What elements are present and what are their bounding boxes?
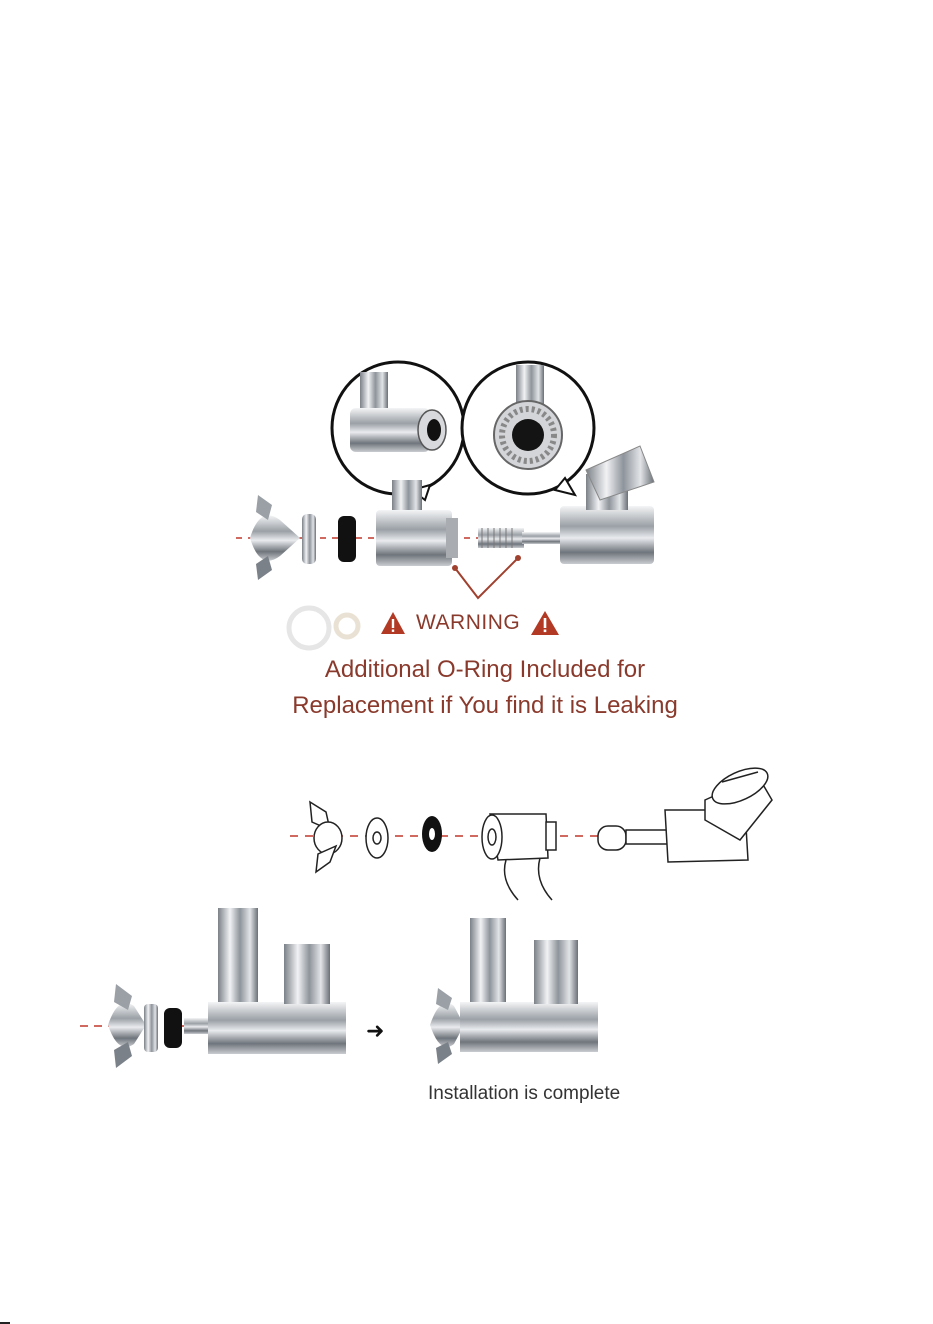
warning-triangle-icon [530, 610, 560, 636]
installation-complete-label: Installation is complete [428, 1083, 620, 1105]
warning-label: WARNING [416, 611, 520, 635]
warning-banner: WARNING [380, 606, 580, 640]
top-wing-handle [250, 495, 300, 580]
zoom-callout-left [332, 362, 464, 500]
bottom-before-assembly [108, 908, 346, 1068]
sketch-angle-fitting [598, 761, 773, 862]
sketch-wing-handle [310, 802, 342, 872]
caption-line-2: Replacement if You find it is Leaking [250, 688, 720, 724]
top-washer-silver [302, 514, 316, 564]
zoom-callout-right [462, 362, 594, 495]
warning-triangle-icon [380, 611, 406, 635]
top-washer-black [338, 516, 356, 562]
sketch-o-ring-black [422, 816, 442, 852]
o-ring-caption: Additional O-Ring Included for Replaceme… [250, 652, 720, 724]
bottom-after-assembly [430, 918, 598, 1064]
top-threaded-stem [478, 528, 562, 548]
o-ring-large [289, 608, 329, 648]
warning-pointer [455, 558, 518, 598]
o-ring-small [336, 615, 358, 637]
sketch-valve-body [482, 814, 556, 900]
sketch-washer [366, 818, 388, 858]
arrow-right-icon: ➜ [366, 1018, 384, 1044]
caption-line-1: Additional O-Ring Included for [250, 652, 720, 688]
